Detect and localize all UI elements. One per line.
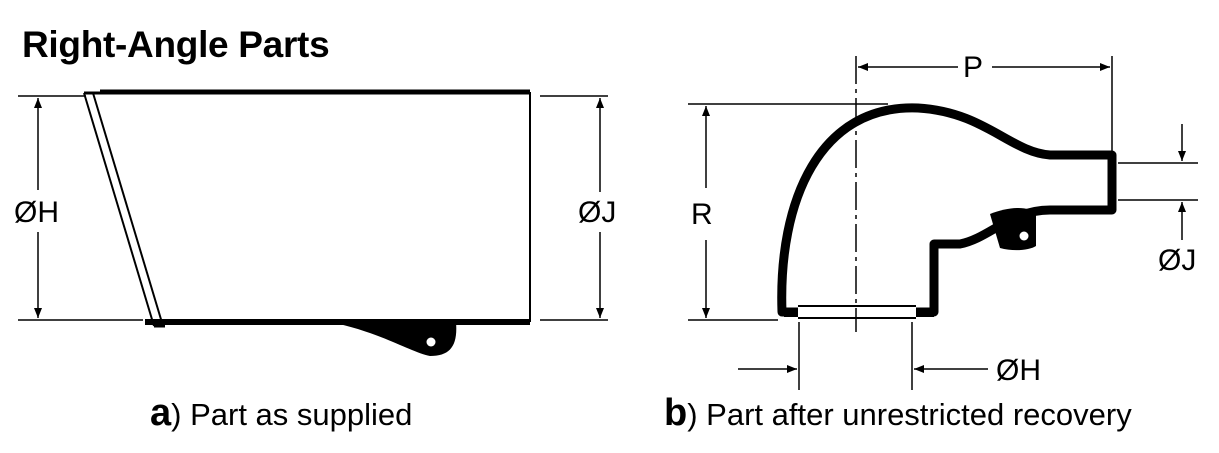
caption-part-after-recovery: b) Part after unrestricted recovery	[664, 392, 1132, 435]
figure-b-part-after-recovery: P R ØJ ØH	[688, 51, 1198, 390]
figure-b-label-j: ØJ	[1158, 244, 1196, 277]
figure-b-label-h: ØH	[996, 354, 1041, 387]
figure-b-bottom-opening	[798, 305, 916, 319]
figure-b-lug	[990, 208, 1036, 251]
figure-a-label-j: ØJ	[578, 196, 616, 229]
diagram-title: Right-Angle Parts	[22, 24, 330, 65]
figure-b-elbow-body	[777, 103, 1117, 317]
figure-a-label-h: ØH	[14, 196, 59, 229]
figure-a-dimension-h	[18, 95, 143, 321]
caption-part-as-supplied: a) Part as supplied	[150, 392, 412, 435]
caption-a-letter: a	[150, 392, 172, 434]
figure-a-dimension-j	[540, 95, 608, 321]
caption-a-text: ) Part as supplied	[171, 397, 413, 432]
figure-a-tube-body	[83, 89, 531, 328]
figure-b-label-r: R	[691, 198, 713, 231]
figure-b-dimension-h	[738, 322, 988, 390]
caption-b-letter: b	[664, 392, 688, 434]
figure-b-label-p: P	[963, 51, 983, 84]
figure-a-lug	[330, 322, 457, 356]
figure-a-part-as-supplied: ØH ØJ	[14, 89, 616, 356]
figure-b-dimension-p	[858, 56, 1113, 152]
figure-b-dimension-r	[688, 103, 888, 321]
figure-b-dimension-j	[1118, 124, 1198, 240]
caption-b-text: ) Part after unrestricted recovery	[687, 397, 1132, 432]
